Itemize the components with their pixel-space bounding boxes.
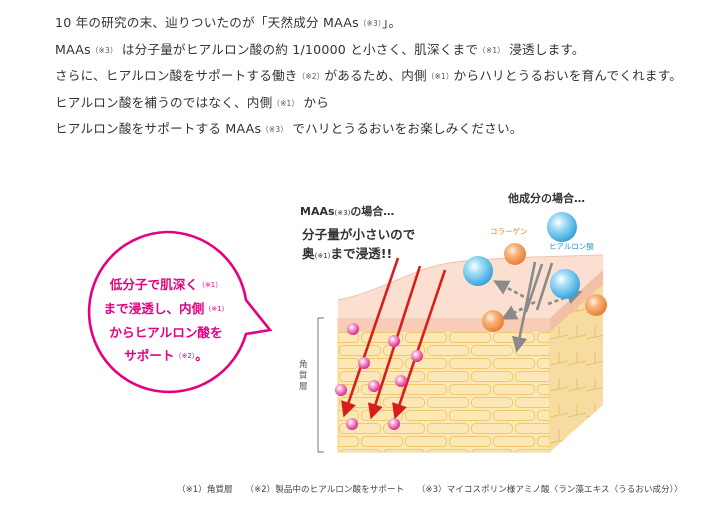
layer-bracket [317, 317, 324, 453]
intro-line-2: MAAs（※3） は分子量がヒアルロン酸の約 1/10000 と小さく、肌深くま… [55, 41, 585, 57]
collagen-molecules [482, 243, 607, 332]
maas-case-title: MAAs(※3)の場合… [300, 205, 395, 218]
other-ingredient-arrows [493, 261, 583, 353]
maas-case-desc-1: 分子量が小さいので [302, 227, 416, 242]
footnote-3: （※3）マイコスポリン様アミノ酸〈ラン藻エキス（うるおい成分）〉 [416, 485, 683, 495]
maas-case-desc-2: 奥(※1)まで浸透!! [302, 246, 393, 261]
intro-text: 10 年の研究の末、辿りついたのが「天然成分 MAAs（※3）」。 MAAs（※… [55, 10, 705, 143]
layer-label: 角質層 [299, 360, 308, 392]
hyaluronic-label: ヒアルロン酸 [549, 242, 594, 251]
bubble-callout: 低分子で肌深く（※1） まで浸透し、内側（※1） からヒアルロン酸を サポート（… [86, 233, 246, 393]
intro-line-4: ヒアルロン酸を補うのではなく、内側（※1） から [55, 94, 330, 110]
intro-line-5: ヒアルロン酸をサポートする MAAs（※3） でハリとうるおいをお楽しみください… [55, 121, 523, 136]
footnote-2: （※2）製品中のヒアルロン酸をサポート [245, 485, 405, 495]
collagen-label: コラーゲン [490, 227, 528, 236]
footnote-1: （※1）角質層 [177, 485, 233, 495]
intro-line-3: さらに、ヒアルロン酸をサポートする働き（※2）があるため、内側（※1）からハリと… [55, 68, 683, 83]
bubble-text: 低分子で肌深く（※1） まで浸透し、内側（※1） からヒアルロン酸を サポート（… [103, 277, 229, 363]
speech-bubble [87, 230, 273, 394]
footnotes: （※1）角質層 （※2）製品中のヒアルロン酸をサポート （※3）マイコスポリン様… [177, 483, 693, 495]
maas-molecules [335, 323, 423, 430]
other-case-title: 他成分の場合… [508, 192, 585, 205]
hyaluronic-molecules [463, 212, 580, 299]
intro-line-1: 10 年の研究の末、辿りついたのが「天然成分 MAAs（※3）」。 [55, 15, 402, 30]
